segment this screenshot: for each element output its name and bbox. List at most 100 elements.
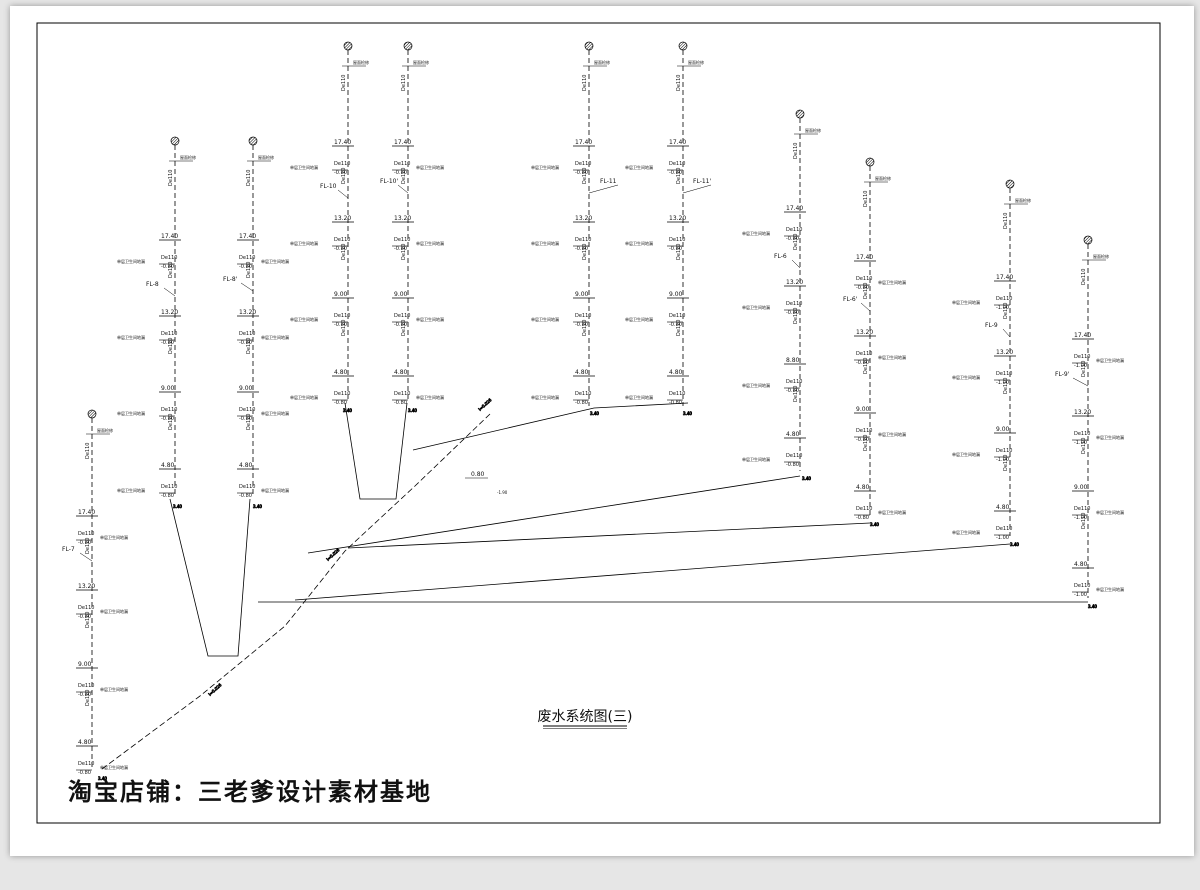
offset-label: -0.80 [669, 400, 682, 406]
offset-label: -0.80 [575, 170, 588, 176]
slope-angle-label: 3.40 [98, 776, 107, 781]
elevation-label: 17.40 [239, 233, 256, 240]
elevation-label: 17.40 [786, 205, 803, 212]
branch-pipe-label: De110 [394, 313, 410, 319]
branch-pipe-label: De110 [786, 301, 802, 307]
elevation-label: 4.80 [575, 369, 589, 376]
elevation-label: 13.20 [786, 279, 803, 286]
riser-stacks: 屋面检修De110De110De110De110FL-717.40De110-0… [62, 41, 1124, 776]
vent-cap-icon [1083, 235, 1093, 245]
offset-label: -0.80 [239, 340, 252, 346]
floor-drain-note: 单层卫生间地漏 [625, 316, 653, 322]
stack-id: FL-9 [985, 322, 998, 329]
stack-id: FL-11 [600, 178, 617, 185]
pipe-size-label: De110 [341, 320, 347, 336]
offset-label: -1.00 [996, 305, 1009, 311]
roof-label: 屋面检修 [97, 427, 113, 433]
offset-label: -1.00 [1074, 515, 1087, 521]
pipe-size-label: De110 [85, 612, 91, 628]
floor-drain-note: 单层卫生间地漏 [100, 686, 128, 692]
floor-drain-note: 单层卫生间地漏 [100, 608, 128, 614]
elevation-label: 17.40 [575, 139, 592, 146]
branch-pipe-label: De110 [575, 313, 591, 319]
drawing-frame [36, 22, 1161, 824]
elevation-label: 4.80 [334, 369, 348, 376]
floor-drain-note: 单层卫生间地漏 [261, 258, 289, 264]
pipe-size-label: De110 [863, 283, 869, 299]
riser-stack: 屋面检修De110De110De110De110FL-1117.40De110-… [531, 41, 619, 406]
offset-label: -1.00 [1074, 363, 1087, 369]
branch-pipe-label: De110 [575, 161, 591, 167]
stack-id-leader [791, 259, 801, 269]
elevation-label: 17.40 [1074, 332, 1091, 339]
floor-drain-note: 单层卫生间地漏 [416, 316, 444, 322]
riser-stack: 屋面检修De110De110De110De110FL-6'17.40De110-… [843, 157, 906, 521]
branch-pipe-label: De110 [239, 331, 255, 337]
elevation-label: 17.40 [78, 509, 95, 516]
offset-label: -0.80 [161, 264, 174, 270]
branch-pipe-label: De110 [334, 237, 350, 243]
elevation-label: 9.00 [996, 426, 1010, 433]
pipe-size-label: De110 [1081, 438, 1087, 454]
elevation-label: 9.00 [394, 291, 408, 298]
elevation-label: 8.80 [786, 357, 800, 364]
pipe-size-label: De110 [1081, 269, 1087, 285]
slope-angle-label: 3.40 [343, 408, 352, 413]
floor-drain-note: 单层卫生间地漏 [625, 240, 653, 246]
branch-pipe-label: De110 [78, 605, 94, 611]
elevation-label: 13.20 [575, 215, 592, 222]
branch-pipe-label: De110 [161, 255, 177, 261]
elevation-label: 17.40 [161, 233, 178, 240]
riser-stack: 屋面检修De110De110De110De110FL-817.40De110-0… [117, 136, 196, 499]
offset-label: -0.80 [78, 540, 91, 546]
pipe-size-label: De110 [793, 143, 799, 159]
offset-label: -0.80 [856, 515, 869, 521]
branch-pipe-label: De110 [669, 313, 685, 319]
pipe-size-label: De110 [676, 75, 682, 91]
vent-cap-icon [170, 136, 180, 146]
branch-pipe-label: De110 [239, 407, 255, 413]
floor-drain-note: 单层卫生间地漏 [742, 382, 770, 388]
pipe-size-label: De110 [582, 75, 588, 91]
stack-id: FL-9' [1055, 371, 1070, 378]
slope-angle-label: 3.40 [802, 476, 811, 481]
slope-angle-label: 3.40 [870, 522, 879, 527]
offset-label: -0.80 [575, 246, 588, 252]
floor-drain-note: 单层卫生间地漏 [290, 316, 318, 322]
floor-drain-note: 单层卫生间地漏 [625, 394, 653, 400]
offset-label: -0.80 [394, 246, 407, 252]
branch-pipe-label: De110 [394, 161, 410, 167]
pipe-size-label: De110 [85, 538, 91, 554]
elevation-label: 9.00 [239, 385, 253, 392]
branch-pipe-label: De110 [239, 484, 255, 490]
roof-label: 屋面检修 [594, 59, 610, 65]
elevation-label: 17.40 [669, 139, 686, 146]
slope-angle-label: 3.40 [590, 411, 599, 416]
title-block: 废水系统图(三) [538, 709, 632, 729]
stack-id: FL-7 [62, 546, 75, 553]
floor-drain-note: 单层卫生间地漏 [531, 316, 559, 322]
branch-pipe-label: De110 [161, 407, 177, 413]
branch-pipe-label: De110 [1074, 354, 1090, 360]
branch-pipe-label: De110 [575, 237, 591, 243]
branch-pipe-label: De110 [856, 428, 872, 434]
pipe-size-label: De110 [676, 320, 682, 336]
offset-label: -0.80 [78, 614, 91, 620]
pipe-size-label: De110 [401, 244, 407, 260]
